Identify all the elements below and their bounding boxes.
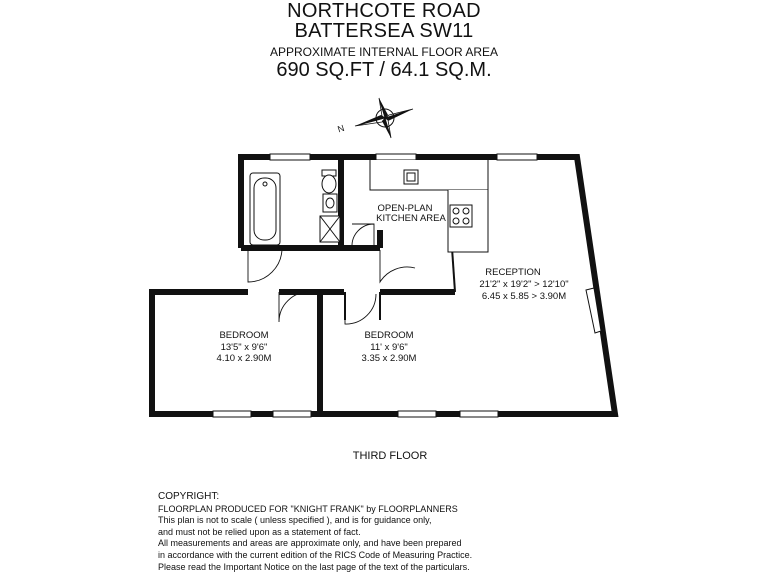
windows: [212, 153, 602, 418]
svg-text:RECEPTION: RECEPTION: [485, 267, 541, 278]
copyright-notice: COPYRIGHT: FLOORPLAN PRODUCED FOR "KNIGH…: [158, 491, 472, 573]
svg-text:11' x 9'6": 11' x 9'6": [370, 342, 407, 353]
compass-icon: [354, 97, 414, 139]
bathroom-fixtures: [249, 169, 341, 246]
copyright-line: This plan is not to scale ( unless speci…: [158, 515, 432, 526]
svg-text:21'2" x 19'2" > 12'10": 21'2" x 19'2" > 12'10": [479, 279, 568, 290]
copyright-line: in accordance with the current edition o…: [158, 549, 473, 560]
hob-icon: [449, 204, 473, 228]
svg-text:3.35 x 2.90M: 3.35 x 2.90M: [362, 353, 417, 364]
room-label-kitchen: OPEN-PLAN KITCHEN AREA: [376, 203, 446, 224]
svg-text:OPEN-PLAN: OPEN-PLAN: [378, 203, 433, 214]
subtitle-floor-area: APPROXIMATE INTERNAL FLOOR AREA: [269, 45, 499, 59]
copyright-line: Please read the Important Notice on the …: [158, 561, 470, 572]
svg-text:BEDROOM: BEDROOM: [219, 330, 268, 341]
svg-text:4.10 x 2.90M: 4.10 x 2.90M: [217, 353, 272, 364]
room-label-reception: RECEPTION 21'2" x 19'2" > 12'10" 6.45 x …: [479, 267, 568, 302]
floor-area-value: 690 SQ.FT / 64.1 SQ.M.: [276, 59, 492, 81]
title-street: NORTHCOTE ROAD: [287, 0, 481, 22]
kitchen-units: [369, 160, 489, 253]
compass-north-label: N: [336, 123, 345, 135]
svg-text:6.45 x 5.85 > 3.90M: 6.45 x 5.85 > 3.90M: [482, 291, 566, 302]
room-label-bedroom-2: BEDROOM 11' x 9'6" 3.35 x 2.90M: [362, 330, 417, 364]
title-area: BATTERSEA SW11: [294, 20, 474, 42]
copyright-line: and must not be relied upon as a stateme…: [158, 526, 361, 537]
svg-text:13'5" x 9'6": 13'5" x 9'6": [221, 342, 268, 353]
copyright-line: All measurements and areas are approxima…: [158, 538, 462, 549]
svg-text:KITCHEN AREA: KITCHEN AREA: [376, 213, 446, 224]
room-label-bedroom-1: BEDROOM 13'5" x 9'6" 4.10 x 2.90M: [217, 330, 272, 364]
copyright-title: COPYRIGHT:: [158, 491, 220, 502]
walls: [149, 154, 619, 417]
doors: [247, 223, 416, 325]
svg-text:BEDROOM: BEDROOM: [364, 330, 413, 341]
floor-label: THIRD FLOOR: [352, 450, 428, 462]
copyright-line: FLOORPLAN PRODUCED FOR "KNIGHT FRANK" by…: [158, 503, 458, 514]
